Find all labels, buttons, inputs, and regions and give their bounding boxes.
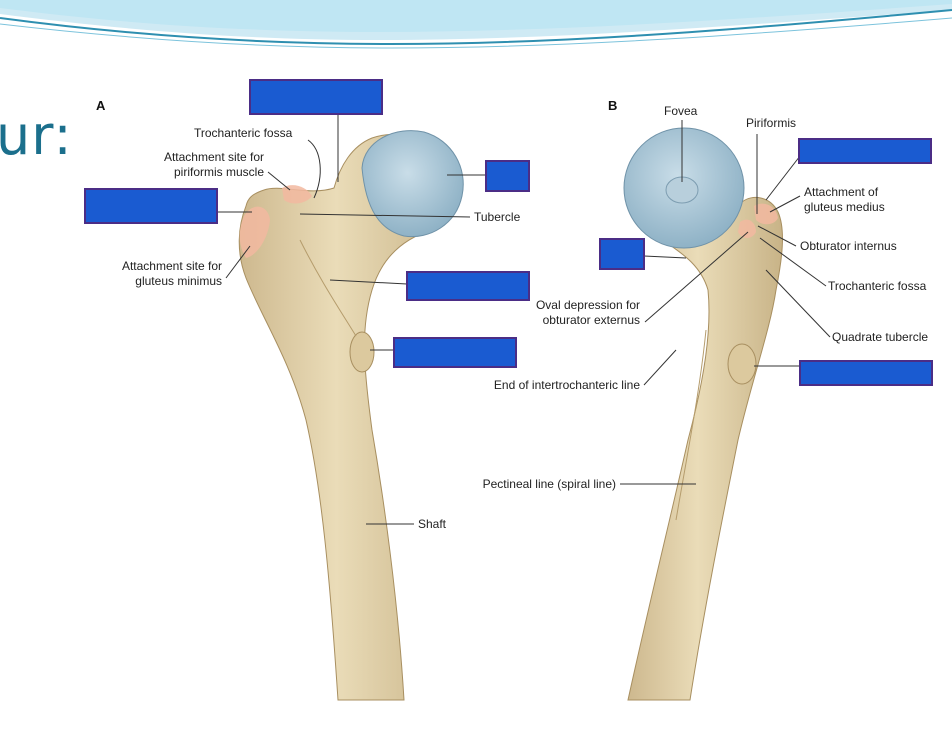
leader-b-top-mask — [766, 156, 800, 200]
label-obturator-internus: Obturator internus — [800, 239, 897, 253]
label-gluteus-minimus-line2: gluteus minimus — [76, 274, 222, 288]
answer-mask-neck-a — [406, 271, 530, 301]
leader-b-medius — [770, 196, 800, 212]
leader-b-left-mask — [644, 256, 686, 258]
answer-mask-left-a — [84, 188, 218, 224]
leader-a-trochanteric-fossa — [308, 140, 320, 198]
femur-posterior — [624, 128, 782, 700]
label-gluteus-medius-line1: Attachment of — [804, 185, 878, 199]
answer-mask-top-b — [798, 138, 932, 164]
answer-mask-neck-b — [599, 238, 645, 270]
panel-letter-a: A — [96, 98, 105, 113]
label-trochanteric-fossa-a: Trochanteric fossa — [194, 126, 292, 140]
label-tubercle: Tubercle — [474, 210, 520, 224]
leader-b-intertrochanteric — [644, 350, 676, 385]
femur-a-lesser-trochanter — [350, 332, 374, 372]
label-piriformis-site-line1: Attachment site for — [116, 150, 264, 164]
answer-mask-lesser-trochanter-a — [393, 337, 517, 368]
leader-b-quadrate-tubercle — [766, 270, 830, 337]
label-fovea: Fovea — [664, 104, 697, 118]
femur-b-bone — [628, 197, 782, 700]
label-shaft: Shaft — [418, 517, 446, 531]
panel-letter-b: B — [608, 98, 617, 113]
label-obturator-externus-line2: obturator externus — [490, 313, 640, 327]
label-gluteus-medius-line2: gluteus medius — [804, 200, 885, 214]
answer-mask-greater-trochanter-a — [249, 79, 383, 115]
answer-mask-lesser-trochanter-b — [799, 360, 933, 386]
label-quadrate-tubercle: Quadrate tubercle — [832, 330, 928, 344]
label-gluteus-minimus-line1: Attachment site for — [76, 259, 222, 273]
label-pectineal-line: Pectineal line (spiral line) — [430, 477, 616, 491]
label-piriformis-site-line2: piriformis muscle — [116, 165, 264, 179]
answer-mask-head-a — [485, 160, 530, 192]
leader-a-piriformis — [268, 172, 290, 190]
femur-b-quadrate-tubercle — [728, 344, 756, 384]
label-intertrochanteric-line: End of intertrochanteric line — [446, 378, 640, 392]
label-trochanteric-fossa-b: Trochanteric fossa — [828, 279, 926, 293]
label-piriformis-b: Piriformis — [746, 116, 796, 130]
